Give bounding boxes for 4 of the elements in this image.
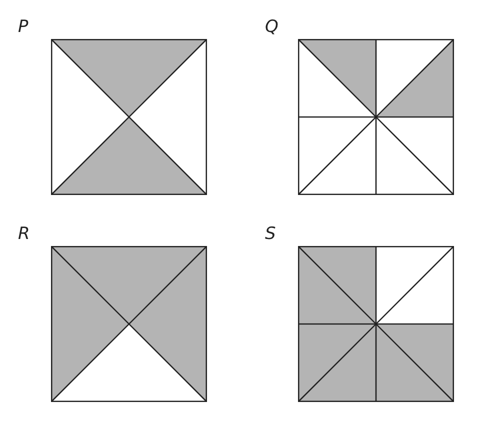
letter-label: R [18,226,30,243]
letter-label: S [265,226,276,243]
letter-label: P [18,19,28,36]
letter-label: Q [265,19,278,36]
